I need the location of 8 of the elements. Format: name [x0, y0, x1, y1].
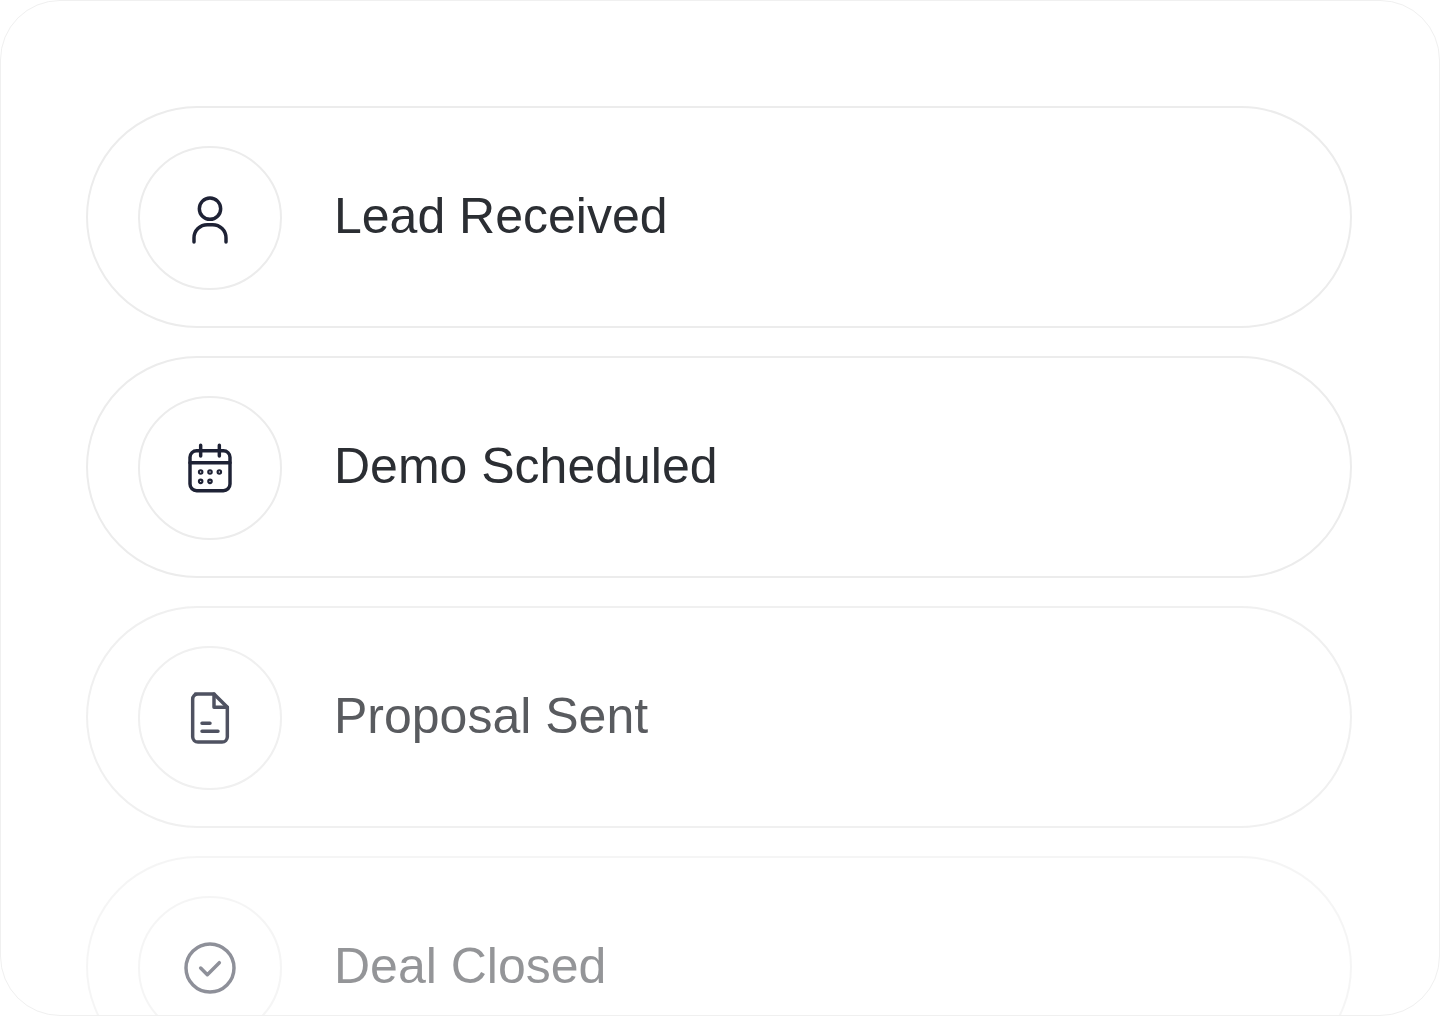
step-label: Deal Closed	[334, 937, 607, 996]
icon-circle	[138, 646, 282, 790]
icon-circle	[138, 396, 282, 540]
step-label: Demo Scheduled	[334, 437, 718, 496]
step-label: Lead Received	[334, 187, 668, 246]
icon-circle	[138, 146, 282, 290]
icon-circle	[138, 896, 282, 1015]
step-label: Proposal Sent	[334, 687, 649, 746]
